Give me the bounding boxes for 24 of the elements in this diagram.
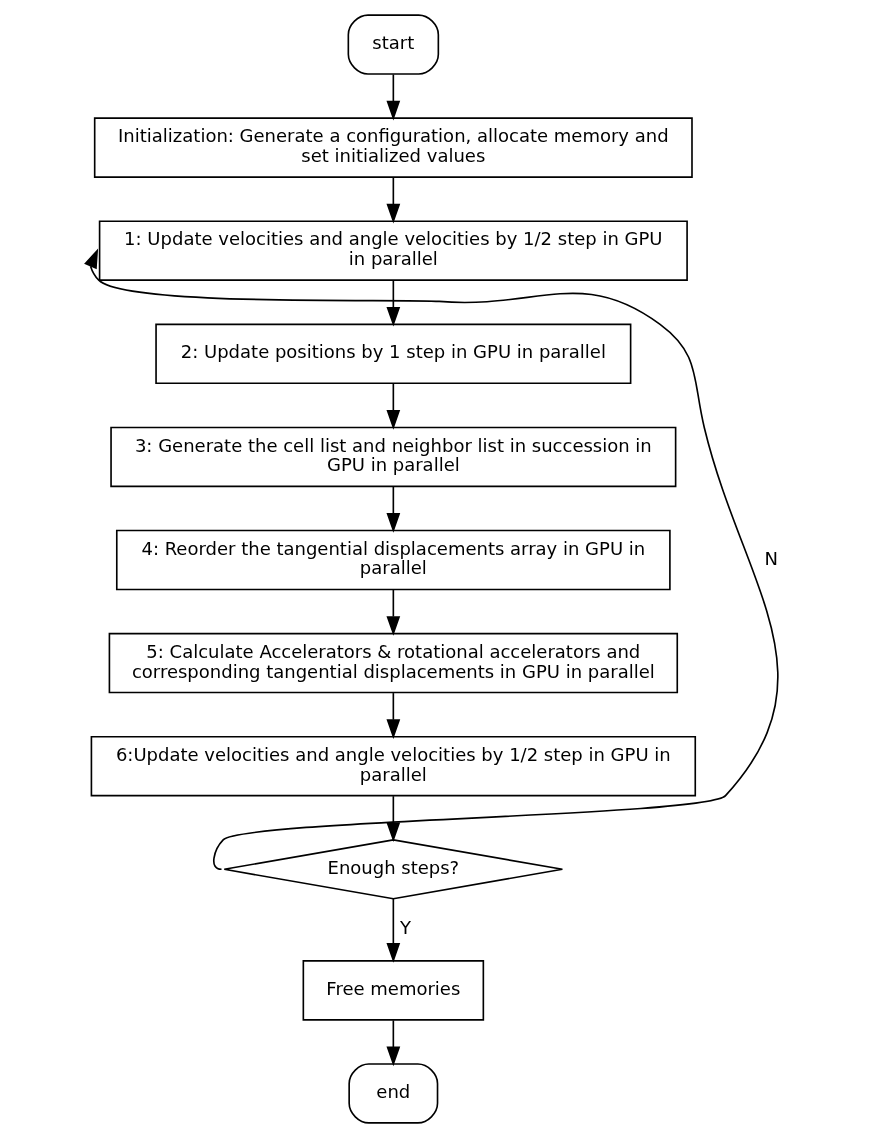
- arrow: [385, 692, 400, 739]
- node-box: Free memories: [302, 960, 484, 1021]
- edge-label: Y: [399, 917, 411, 939]
- arrow: [385, 589, 400, 636]
- node-box: 6:Update velocities and angle velocities by 1/2 step in GPU in parallel: [90, 735, 696, 797]
- node-box: Initialization: Generate a configuration, allocate memory and set initialized values: [93, 117, 693, 178]
- arrow: [385, 279, 400, 327]
- node-box: 3: Generate the cell list and neighbor list in succession in GPU in parallel: [109, 426, 676, 488]
- arrow: [385, 73, 400, 121]
- arrow: [83, 248, 779, 871]
- arrow: [385, 176, 400, 224]
- node-box: end: [347, 1063, 438, 1124]
- edge-label: N: [764, 547, 778, 569]
- node-box: 4: Reorder the tangential displacements array in GPU in parallel: [115, 529, 671, 591]
- arrow: [385, 486, 400, 533]
- node-box: start: [347, 14, 439, 75]
- node-diamond: Enough steps?: [222, 839, 563, 900]
- arrow: [385, 795, 400, 843]
- node-box: 1: Update velocities and angle velocities by 1/2 step in GPU in parallel: [98, 220, 688, 281]
- arrow: [385, 382, 400, 430]
- arrow: [385, 898, 400, 963]
- node-box: 2: Update positions by 1 step in GPU in parallel: [154, 323, 631, 385]
- node-box: 5: Calculate Accelerators & rotational accelerators and corresponding tangential displacements in GPU in parallel: [108, 632, 678, 694]
- arrow: [385, 1019, 400, 1067]
